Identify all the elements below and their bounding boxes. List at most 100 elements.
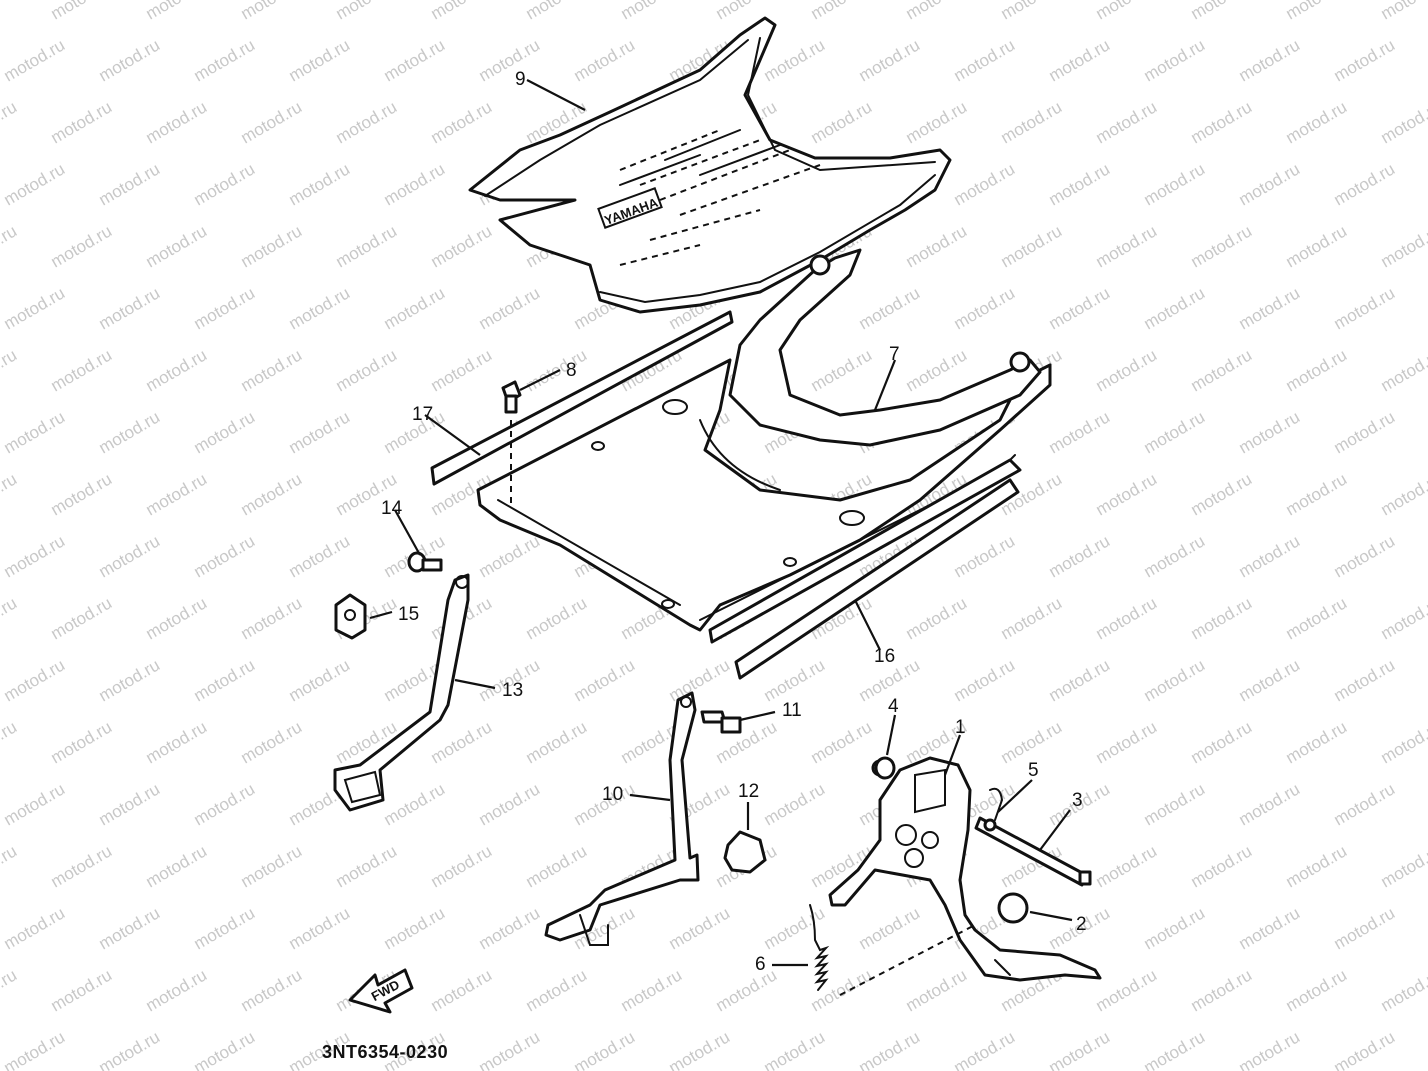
watermark-text: motod.ru: [48, 0, 116, 23]
watermark-text: motod.ru: [96, 159, 164, 209]
watermark-text: motod.ru: [1378, 221, 1428, 271]
watermark-text: motod.ru: [1188, 0, 1256, 23]
watermark-text: motod.ru: [143, 0, 211, 23]
watermark-text: motod.ru: [1046, 159, 1114, 209]
watermark-text: motod.ru: [1141, 283, 1209, 333]
watermark-text: motod.ru: [1141, 1027, 1209, 1071]
watermark-text: motod.ru: [903, 97, 971, 147]
callout-17: 17: [412, 404, 433, 425]
watermark-text: motod.ru: [523, 841, 591, 891]
watermark-text: motod.ru: [1331, 407, 1399, 457]
watermark-text: motod.ru: [903, 221, 971, 271]
watermark-text: motod.ru: [1331, 655, 1399, 705]
part-14-bolt: [407, 551, 443, 573]
callout-labels: 9 7 8 17 14 15 13 16 11 10 12 4 1 5 3 2 …: [381, 69, 1087, 975]
watermark-text: motod.ru: [1378, 965, 1428, 1015]
watermark-text: motod.ru: [951, 35, 1019, 85]
watermark-text: motod.ru: [1141, 779, 1209, 829]
watermark-text: motod.ru: [1, 531, 69, 581]
watermark-text: motod.ru: [191, 1027, 259, 1071]
part-16-strip: [708, 458, 1022, 680]
watermark-text: motod.ru: [1331, 1027, 1399, 1071]
watermark-text: motod.ru: [1378, 97, 1428, 147]
callout-13: 13: [502, 680, 523, 701]
callout-7: 7: [889, 344, 900, 365]
watermark-text: motod.ru: [476, 1027, 544, 1071]
watermark-text: motod.ru: [998, 97, 1066, 147]
watermark-text: motod.ru: [286, 35, 354, 85]
watermark-text: motod.ru: [428, 717, 496, 767]
watermark-text: motod.ru: [143, 221, 211, 271]
watermark-text: motod.ru: [998, 593, 1066, 643]
watermark-text: motod.ru: [286, 159, 354, 209]
watermark-text: motod.ru: [571, 655, 639, 705]
watermark-text: motod.ru: [48, 97, 116, 147]
watermark-text: motod.ru: [1, 1027, 69, 1071]
watermark-text: motod.ru: [48, 345, 116, 395]
part-13-brake-pedal: [333, 573, 470, 812]
part-17-strip: [430, 310, 734, 486]
watermark-text: motod.ru: [761, 779, 829, 829]
callout-9: 9: [515, 69, 526, 90]
watermark-text: motod.ru: [1, 903, 69, 953]
watermark-text: motod.ru: [96, 779, 164, 829]
watermark-text: motod.ru: [1093, 965, 1161, 1015]
watermark-text: motod.ru: [523, 0, 591, 23]
watermark-text: motod.ru: [48, 593, 116, 643]
watermark-text: motod.ru: [191, 531, 259, 581]
part-8-bolt: [501, 380, 522, 505]
callout-3: 3: [1072, 790, 1083, 811]
watermark-text: motod.ru: [143, 97, 211, 147]
watermark-text: motod.ru: [1046, 655, 1114, 705]
part-12-rubber: [723, 830, 767, 874]
watermark-text: motod.ru: [286, 655, 354, 705]
watermark-text: motod.ru: [286, 531, 354, 581]
watermark-text: motod.ru: [1283, 717, 1351, 767]
watermark-text: motod.ru: [1283, 965, 1351, 1015]
watermark-text: motod.ru: [1, 655, 69, 705]
watermark-text: motod.ru: [1141, 655, 1209, 705]
watermark-text: motod.ru: [333, 221, 401, 271]
watermark-text: motod.ru: [1378, 345, 1428, 395]
watermark-text: motod.ru: [1141, 35, 1209, 85]
watermark-text: motod.ru: [761, 655, 829, 705]
watermark-text: motod.ru: [1331, 903, 1399, 953]
watermark-text: motod.ru: [951, 1027, 1019, 1071]
watermark-text: motod.ru: [428, 221, 496, 271]
part-5-clip: [983, 787, 1004, 832]
watermark-text: motod.ru: [1331, 779, 1399, 829]
watermark-text: motod.ru: [1378, 593, 1428, 643]
watermark-text: motod.ru: [1141, 159, 1209, 209]
watermark-text: motod.ru: [1331, 35, 1399, 85]
watermark-text: motod.ru: [1236, 531, 1304, 581]
watermark-text: motod.ru: [523, 345, 591, 395]
watermark-text: motod.ru: [1378, 469, 1428, 519]
watermark-text: motod.ru: [856, 283, 924, 333]
watermark-text: motod.ru: [1236, 159, 1304, 209]
drawing-code: 3NT6354-0230: [322, 1042, 448, 1062]
watermark-text: motod.ru: [476, 531, 544, 581]
watermark-text: motod.ru: [238, 593, 306, 643]
watermark-text: motod.ru: [0, 717, 20, 767]
watermark-text: motod.ru: [808, 717, 876, 767]
watermark-text: motod.ru: [0, 593, 20, 643]
watermark-text: motod.ru: [1283, 345, 1351, 395]
watermark-text: motod.ru: [1283, 593, 1351, 643]
watermark-text: motod.ru: [1236, 35, 1304, 85]
watermark-text: motod.ru: [0, 97, 20, 147]
watermark-text: motod.ru: [1093, 469, 1161, 519]
watermark-text: motod.ru: [0, 469, 20, 519]
part-7-footboard: [476, 248, 1052, 632]
part-6-spring: [809, 904, 976, 996]
watermark-text: motod.ru: [1236, 283, 1304, 333]
watermark-text: motod.ru: [191, 283, 259, 333]
watermark-text: motod.ru: [1093, 717, 1161, 767]
watermark-text: motod.ru: [1236, 407, 1304, 457]
watermark-text: motod.ru: [761, 35, 829, 85]
callout-1: 1: [955, 717, 966, 738]
watermark-text: motod.ru: [238, 97, 306, 147]
watermark-text: motod.ru: [191, 35, 259, 85]
watermark-text: motod.ru: [1, 283, 69, 333]
watermark-text: motod.ru: [428, 0, 496, 23]
watermark-text: motod.ru: [143, 345, 211, 395]
